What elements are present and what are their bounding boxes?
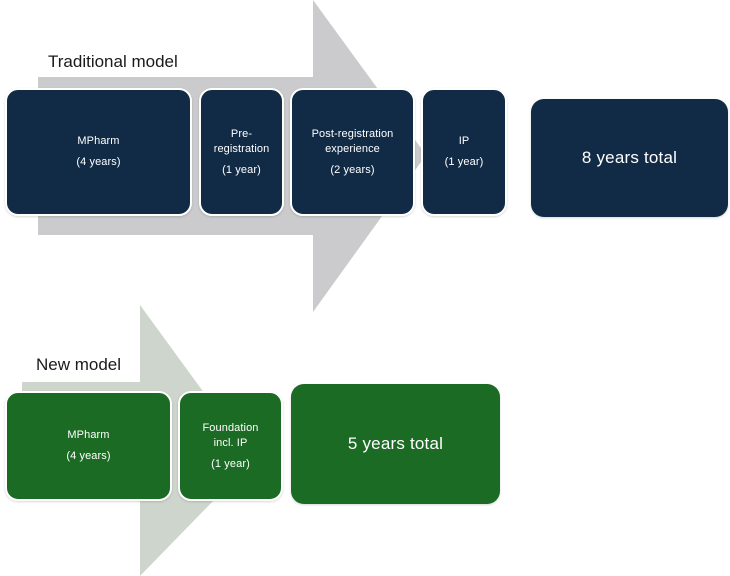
traditional-stage-mpharm[interactable]: MPharm (4 years): [5, 88, 192, 216]
stage-duration: (4 years): [76, 156, 121, 168]
stage-name-line-1: MPharm: [67, 429, 110, 441]
stage-name-line-2: registration: [213, 142, 270, 155]
stage-duration: (1 year): [211, 457, 250, 470]
new-stage-mpharm[interactable]: MPharm (4 years): [5, 391, 172, 501]
stage-duration: (4 years): [66, 450, 111, 462]
traditional-model-label: Traditional model: [44, 50, 184, 74]
traditional-stage-preregistration[interactable]: Pre- registration (1 year): [199, 88, 284, 216]
traditional-total-box[interactable]: 8 years total: [531, 99, 728, 217]
new-total-label: 5 years total: [347, 434, 444, 453]
stage-duration: (1 year): [222, 163, 261, 176]
stage-duration: (2 years): [330, 163, 375, 176]
stage-name-line-1: MPharm: [77, 135, 120, 147]
new-total-box[interactable]: 5 years total: [291, 384, 500, 504]
new-model-label: New model: [32, 353, 128, 377]
stage-duration: (1 year): [444, 156, 484, 168]
stage-name-line-1: Post-registration: [311, 127, 394, 140]
stage-name-line-1: IP: [458, 135, 470, 147]
stage-name-line-2: incl. IP: [213, 436, 248, 449]
traditional-stage-postregistration[interactable]: Post-registration experience (2 years): [290, 88, 415, 216]
new-stage-foundation[interactable]: Foundation incl. IP (1 year): [178, 391, 283, 501]
stage-name-line-1: Pre-: [230, 127, 253, 140]
stage-name-line-1: Foundation: [202, 421, 259, 434]
traditional-total-label: 8 years total: [581, 148, 678, 167]
stage-name-line-2: experience: [325, 142, 380, 155]
traditional-stage-ip[interactable]: IP (1 year): [421, 88, 507, 216]
